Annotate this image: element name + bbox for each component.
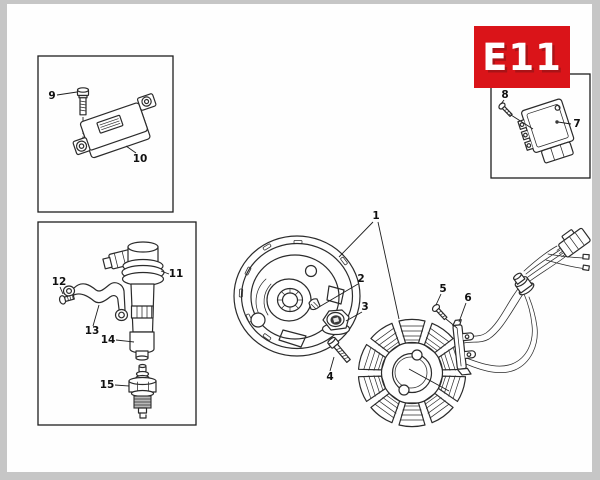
leader-dot-7: [555, 120, 559, 124]
leader-line-11: [160, 270, 170, 275]
ignition-coil-panel: 11 12 13 14 15: [37, 221, 197, 426]
part-label-13: 13: [85, 325, 100, 337]
assembly-labels: 1 2 3 4 5 6: [318, 210, 472, 383]
stator-center-leader: [408, 368, 450, 392]
spark-plug-15-drawing: [128, 363, 157, 419]
ecu-module-10-drawing: [72, 93, 157, 159]
part-label-4: 4: [326, 371, 333, 383]
leader-line-6: [458, 302, 467, 323]
ignition-coil-11-drawing: [102, 241, 165, 333]
wire-terminal: [582, 253, 590, 260]
part-label-6: 6: [464, 292, 471, 304]
leader-line-10: [125, 145, 137, 154]
leader-line-1a: [338, 221, 374, 258]
leader-line-9: [56, 91, 78, 96]
screw-5-axis-line: [445, 318, 458, 329]
leader-line-3: [345, 311, 363, 322]
stator-coil-drawing: [356, 318, 468, 428]
screw-8-drawing: [498, 102, 513, 117]
part-label-10: 10: [133, 153, 148, 165]
regulator-panel: 7 8: [490, 73, 591, 179]
ecu-panel-box: [37, 55, 174, 213]
part-label-12: 12: [52, 276, 67, 288]
connector-plug-drawing: [556, 227, 591, 258]
part-label-9: 9: [48, 90, 55, 102]
ecu-panel: 9 10: [37, 55, 174, 213]
coil-boot-14-drawing: [129, 331, 155, 361]
bracket-13-drawing: [62, 282, 129, 322]
grommet-drawing: [512, 272, 535, 296]
spline-ticks: [277, 288, 303, 312]
part-label-7: 7: [573, 118, 580, 130]
leader-line-7: [557, 121, 572, 125]
wire-terminal: [582, 264, 590, 272]
flange-bolt-9-drawing: [76, 87, 90, 156]
regulator-7-drawing: [517, 98, 575, 164]
section-code-text: E11: [482, 35, 562, 79]
leader-line-14: [115, 339, 135, 343]
section-code-badge: E11: [474, 26, 570, 88]
part-label-5: 5: [439, 283, 446, 295]
screw-12-drawing: [58, 294, 75, 305]
leader-line-5: [435, 293, 442, 306]
leader-line-13: [92, 304, 100, 327]
leader-line-4: [329, 356, 335, 372]
part-label-2: 2: [357, 273, 364, 285]
ignition-coil-panel-box: [37, 221, 197, 426]
flywheel-nut-3-drawing: [321, 309, 351, 336]
flange-bolt-4-drawing: [327, 336, 351, 363]
leader-line-15: [114, 384, 130, 387]
screw-8-axis-line: [510, 114, 534, 130]
part-label-11: 11: [169, 268, 184, 280]
leader-line-1b: [377, 221, 400, 320]
leader-line-2: [318, 283, 359, 308]
part-label-15: 15: [100, 379, 115, 391]
woodruff-key-2-drawing: [308, 298, 321, 311]
part-label-14: 14: [101, 334, 116, 346]
leader-line-8: [500, 99, 505, 105]
part-label-3: 3: [361, 301, 368, 313]
wire-harness-drawing: [453, 245, 590, 374]
part-label-1: 1: [372, 210, 379, 222]
part-label-8: 8: [501, 89, 508, 101]
wire-bracket-6-drawing: [452, 319, 477, 376]
screw-5-drawing: [431, 303, 448, 321]
flywheel-rotor-drawing: [233, 235, 361, 357]
leader-line-12: [59, 286, 64, 295]
